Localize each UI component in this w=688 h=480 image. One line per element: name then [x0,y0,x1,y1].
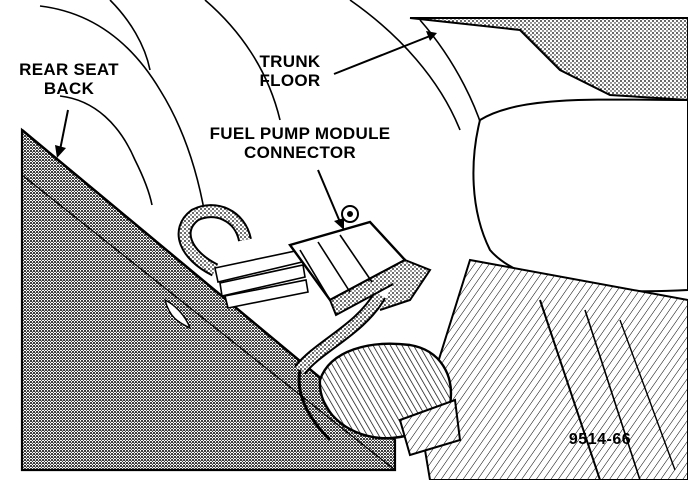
rear-seat-back-label-line2: BACK [43,79,95,98]
rear-seat-back-leader [59,109,69,151]
leader-lines [59,35,431,223]
background-contours [39,0,489,216]
connector-leader [317,169,341,223]
connector-arrowhead [334,218,344,230]
trunk-floor-leader [333,35,431,75]
wiring-harness [177,204,387,442]
fuel-pump-connector-label-line2: CONNECTOR [244,143,356,162]
fuel-pump-connector-label: FUEL PUMP MODULE CONNECTOR [200,124,400,162]
fuel-pump-connector-label-line1: FUEL PUMP MODULE [209,124,391,143]
harness-grommet [318,342,462,457]
leader-arrowheads [55,31,437,230]
rear-seat-back-arrowhead [55,145,66,158]
figure-id: 9514-66 [568,431,632,448]
trunk-floor-label-line2: FLOOR [259,71,321,90]
rear-seat-back-label-line1: REAR SEAT [19,60,119,79]
trunk-floor-label-line1: TRUNK [259,52,321,71]
rear-seat-back-label: REAR SEAT BACK [4,60,134,98]
trunk-floor-arrowhead [426,31,437,41]
fuel-pump-module-connector [288,205,432,317]
trunk-floor-label: TRUNK FLOOR [245,52,335,90]
